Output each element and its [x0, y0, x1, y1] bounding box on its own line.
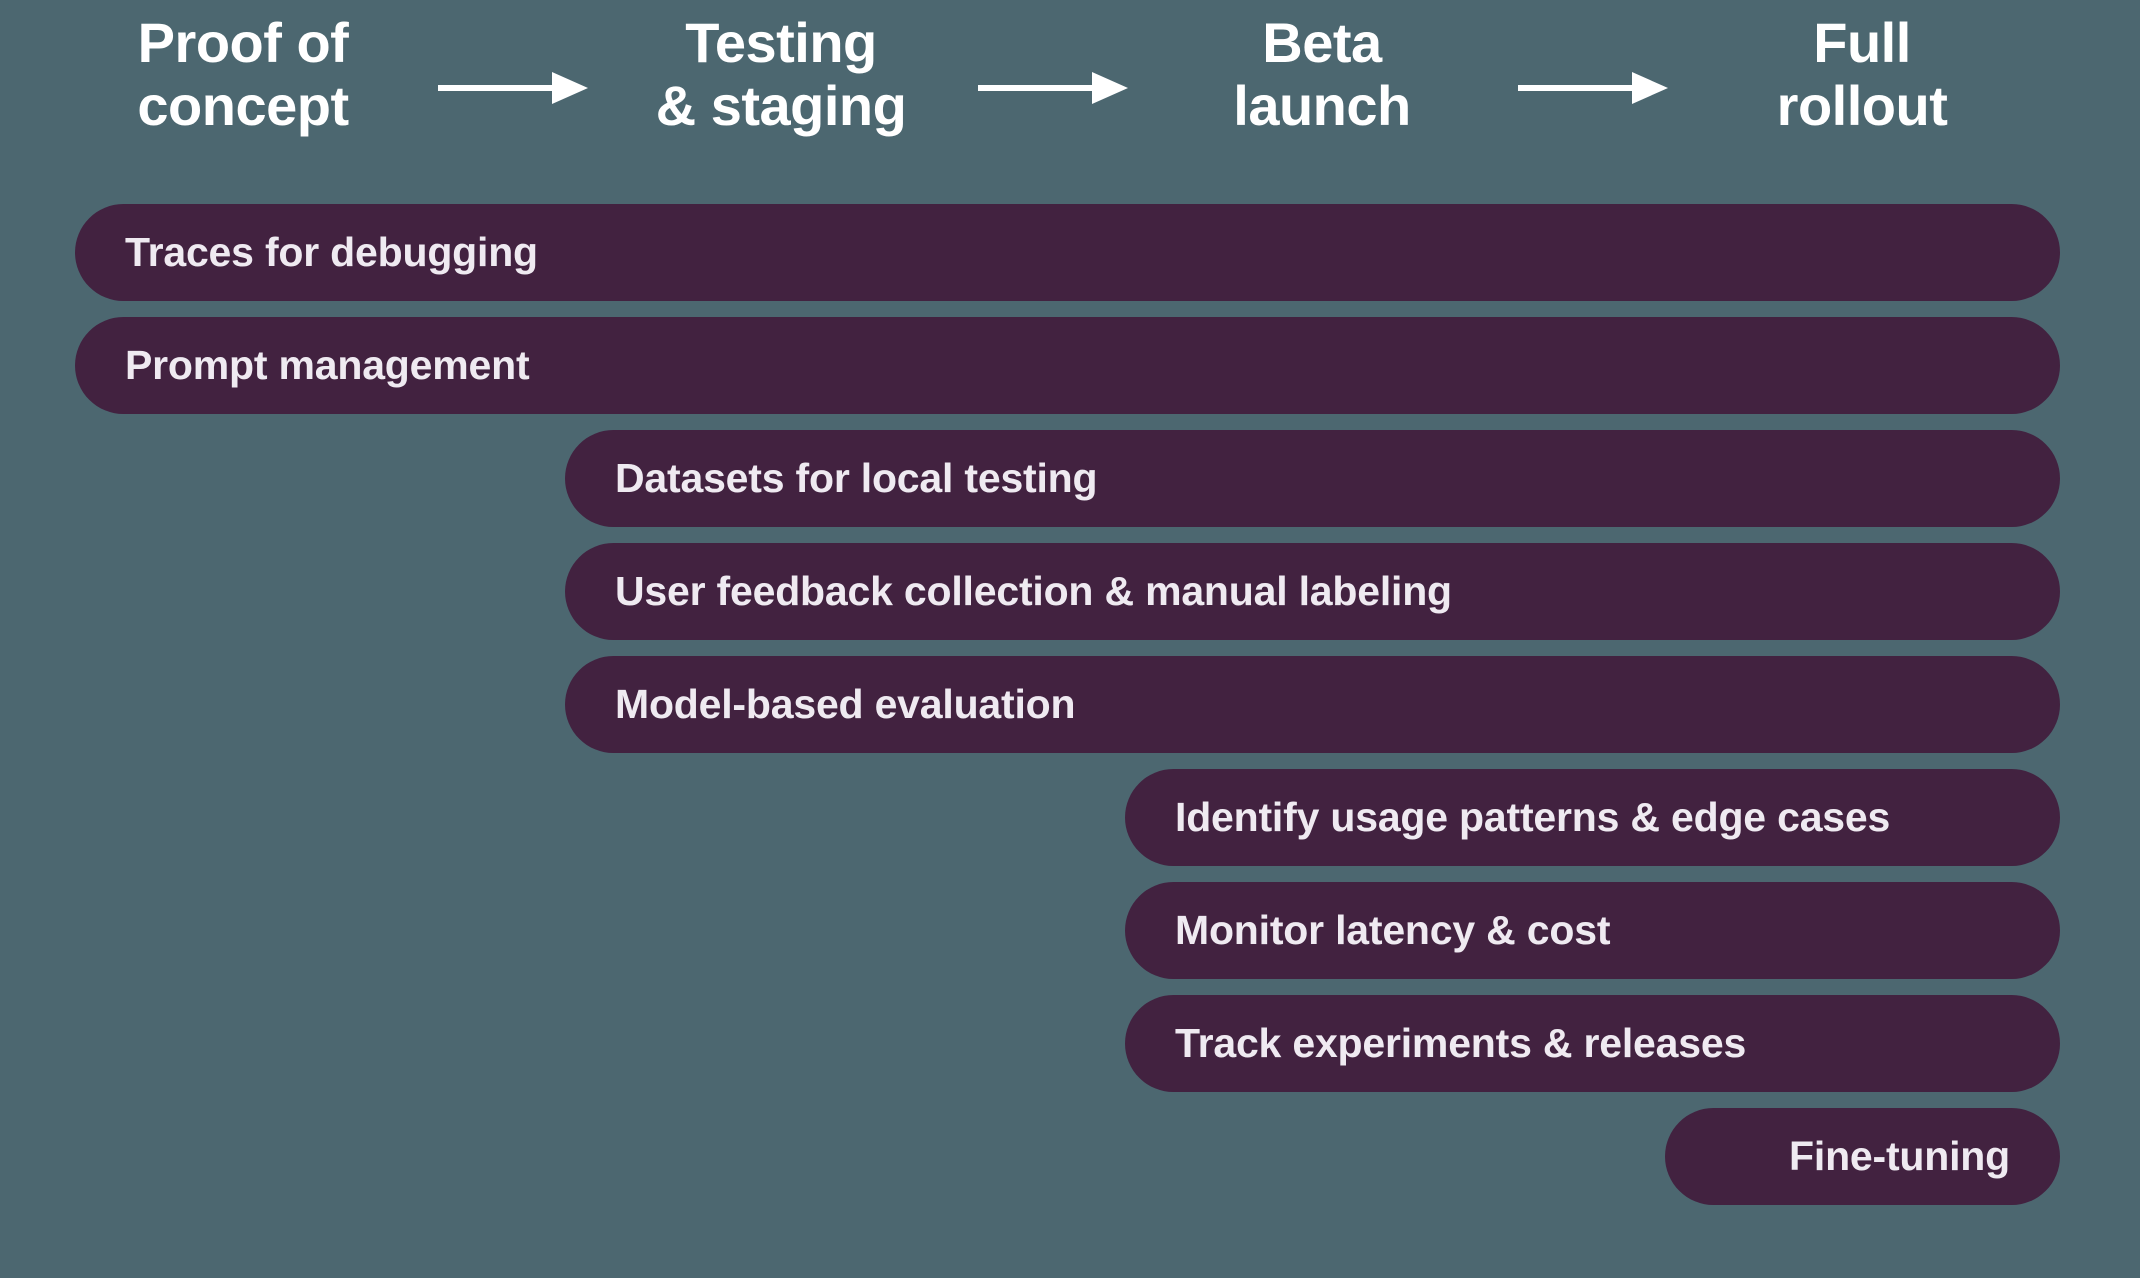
stage-beta-launch: Beta launch [1233, 11, 1411, 137]
capability-bar-label: Identify usage patterns & edge cases [1175, 794, 1891, 840]
capability-bar-label: Fine-tuning [1789, 1133, 2010, 1179]
capability-bar[interactable]: Identify usage patterns & edge cases [1125, 769, 2060, 866]
capability-bar-label: Track experiments & releases [1175, 1020, 1747, 1066]
capability-bar[interactable]: Traces for debugging [75, 204, 2060, 301]
capability-bar[interactable]: Track experiments & releases [1125, 995, 2060, 1092]
arrow-beta-to-rollout [1518, 68, 1668, 108]
capability-bar-label: Prompt management [125, 342, 530, 388]
capability-bar-label: Datasets for local testing [615, 455, 1098, 501]
capability-bar[interactable]: Prompt management [75, 317, 2060, 414]
capability-bar[interactable]: Datasets for local testing [565, 430, 2060, 527]
capability-bar-label: Model-based evaluation [615, 681, 1076, 727]
arrow-testing-to-beta [978, 68, 1128, 108]
capability-bar[interactable]: User feedback collection & manual labeli… [565, 543, 2060, 640]
capability-bar-label: Monitor latency & cost [1175, 907, 1611, 953]
capability-bar-label: User feedback collection & manual labeli… [615, 568, 1452, 614]
stage-testing-and-staging: Testing & staging [655, 11, 907, 137]
stage-full-rollout: Full rollout [1776, 11, 1948, 137]
capability-bar[interactable]: Model-based evaluation [565, 656, 2060, 753]
capability-bar[interactable]: Fine-tuning [1665, 1108, 2060, 1205]
stage-proof-of-concept: Proof of concept [137, 11, 349, 137]
capability-bar[interactable]: Monitor latency & cost [1125, 882, 2060, 979]
capability-bar-label: Traces for debugging [125, 229, 538, 275]
arrow-poc-to-testing [438, 68, 588, 108]
